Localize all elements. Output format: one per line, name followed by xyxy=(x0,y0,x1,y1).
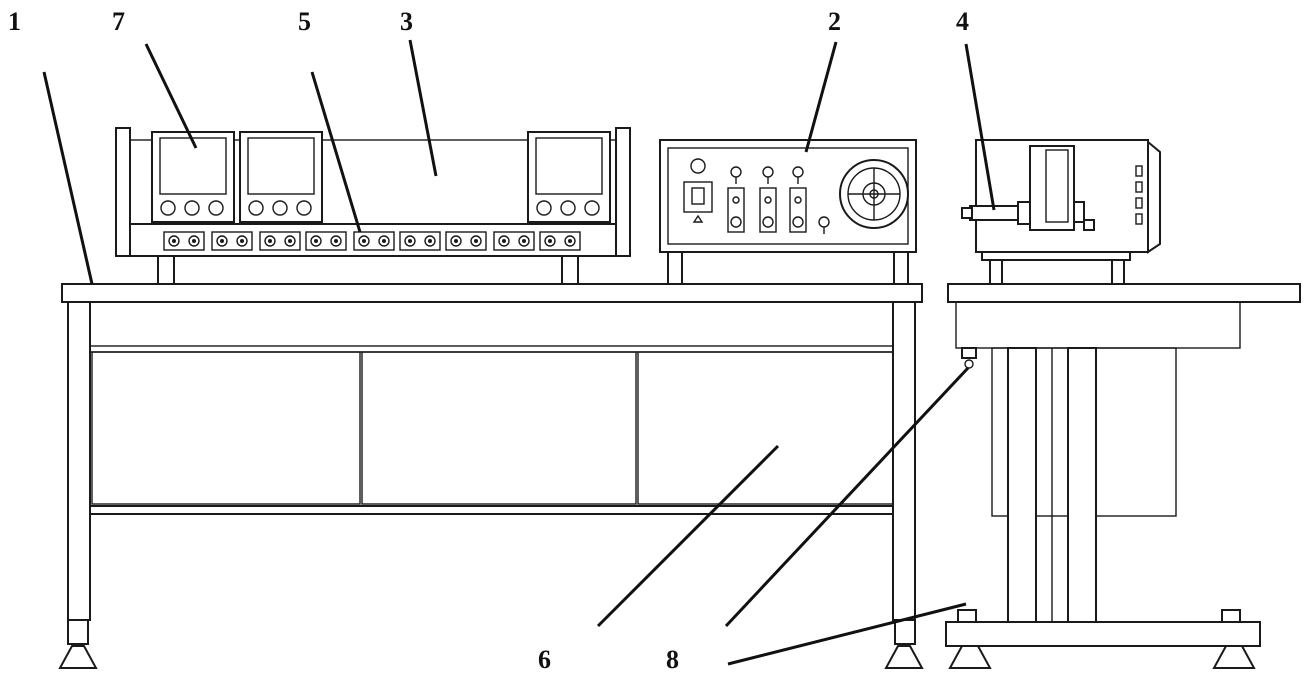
terminal-post xyxy=(404,235,416,247)
terminal-post xyxy=(518,235,530,247)
terminal-post xyxy=(564,235,576,247)
terminal-post xyxy=(310,235,322,247)
right-foot xyxy=(884,645,924,669)
left-front-leg xyxy=(67,301,91,621)
terminal-post xyxy=(284,235,296,247)
terminal-post xyxy=(216,235,228,247)
adjustment-handwheel xyxy=(839,159,909,229)
switch-unit xyxy=(727,166,745,233)
terminal-pair xyxy=(539,231,581,251)
terminal-post-center xyxy=(288,239,292,243)
leader-line-6 xyxy=(596,444,780,628)
left-table-apron xyxy=(89,301,894,347)
left-table xyxy=(58,283,924,669)
main-switch xyxy=(683,181,713,213)
terminal-post-center xyxy=(548,239,552,243)
terminal-pair xyxy=(353,231,395,251)
switch-unit xyxy=(759,166,777,233)
terminal-post-center xyxy=(408,239,412,243)
right-base-frame xyxy=(945,621,1261,647)
terminal-pair xyxy=(493,231,535,251)
left-table-top xyxy=(61,283,923,303)
terminal-pair xyxy=(211,231,253,251)
display-meter xyxy=(527,131,611,223)
leader-line-8b xyxy=(727,602,967,666)
terminal-post xyxy=(498,235,510,247)
terminal-post xyxy=(470,235,482,247)
terminal-pair xyxy=(305,231,347,251)
left-cabinet-panel xyxy=(91,351,361,505)
terminal-post-center xyxy=(454,239,458,243)
leader-line-3 xyxy=(408,39,438,177)
terminal-post-center xyxy=(268,239,272,243)
terminal-post-center xyxy=(314,239,318,243)
callout-label-7: 7 xyxy=(112,7,125,36)
right-cabinet-panel xyxy=(637,351,894,505)
indicator-lamp xyxy=(690,158,706,174)
terminal-post xyxy=(264,235,276,247)
right-base-foot xyxy=(1212,645,1256,669)
leader-line-7 xyxy=(144,43,198,149)
terminal-post-center xyxy=(334,239,338,243)
terminal-post-center xyxy=(502,239,506,243)
support-column xyxy=(1067,347,1097,623)
right-table-top xyxy=(947,283,1301,303)
terminal-pair xyxy=(259,231,301,251)
switch-unit xyxy=(789,166,807,233)
callout-label-2: 2 xyxy=(828,7,841,36)
motor-fixture xyxy=(961,139,1161,285)
terminal-post xyxy=(330,235,342,247)
terminal-post xyxy=(424,235,436,247)
terminal-post-center xyxy=(428,239,432,243)
terminal-pair xyxy=(399,231,441,251)
terminal-post xyxy=(378,235,390,247)
terminal-post-center xyxy=(382,239,386,243)
display-meter xyxy=(239,131,323,223)
terminal-post xyxy=(544,235,556,247)
callout-label-1: 1 xyxy=(8,7,21,36)
terminal-group xyxy=(163,231,581,251)
support-column xyxy=(1007,347,1037,623)
terminal-post-center xyxy=(240,239,244,243)
terminal-post-center xyxy=(568,239,572,243)
terminal-post xyxy=(450,235,462,247)
leader-line-2 xyxy=(804,41,838,153)
right-table-apron xyxy=(955,301,1241,349)
callout-label-6: 6 xyxy=(538,645,551,674)
terminal-post xyxy=(358,235,370,247)
right-base-foot xyxy=(948,645,992,669)
terminal-post-center xyxy=(474,239,478,243)
leader-line-4 xyxy=(964,43,996,211)
instrument-rack xyxy=(115,127,631,285)
leader-line-5 xyxy=(310,71,362,233)
terminal-post-center xyxy=(172,239,176,243)
terminal-post-center xyxy=(362,239,366,243)
right-table xyxy=(945,283,1301,669)
callout-label-4: 4 xyxy=(956,7,969,36)
terminal-pair xyxy=(445,231,487,251)
left-foot xyxy=(58,645,98,669)
control-box xyxy=(659,139,917,285)
display-meter xyxy=(151,131,235,223)
terminal-post-center xyxy=(522,239,526,243)
terminal-post-center xyxy=(220,239,224,243)
terminal-pair xyxy=(163,231,205,251)
leader-line-1 xyxy=(42,71,94,285)
callout-label-8: 8 xyxy=(666,645,679,674)
terminal-post-center xyxy=(192,239,196,243)
leader-line-8a xyxy=(724,366,970,628)
terminal-post xyxy=(188,235,200,247)
terminal-post xyxy=(236,235,248,247)
callout-label-3: 3 xyxy=(400,7,413,36)
right-front-leg xyxy=(892,301,916,621)
callout-labels: 1 7 5 3 2 4 6 8 xyxy=(8,7,969,674)
terminal-strip xyxy=(129,223,617,257)
leader-lines xyxy=(42,39,996,666)
callout-label-5: 5 xyxy=(298,7,311,36)
terminal-post xyxy=(168,235,180,247)
middle-cabinet-panel xyxy=(361,351,637,505)
